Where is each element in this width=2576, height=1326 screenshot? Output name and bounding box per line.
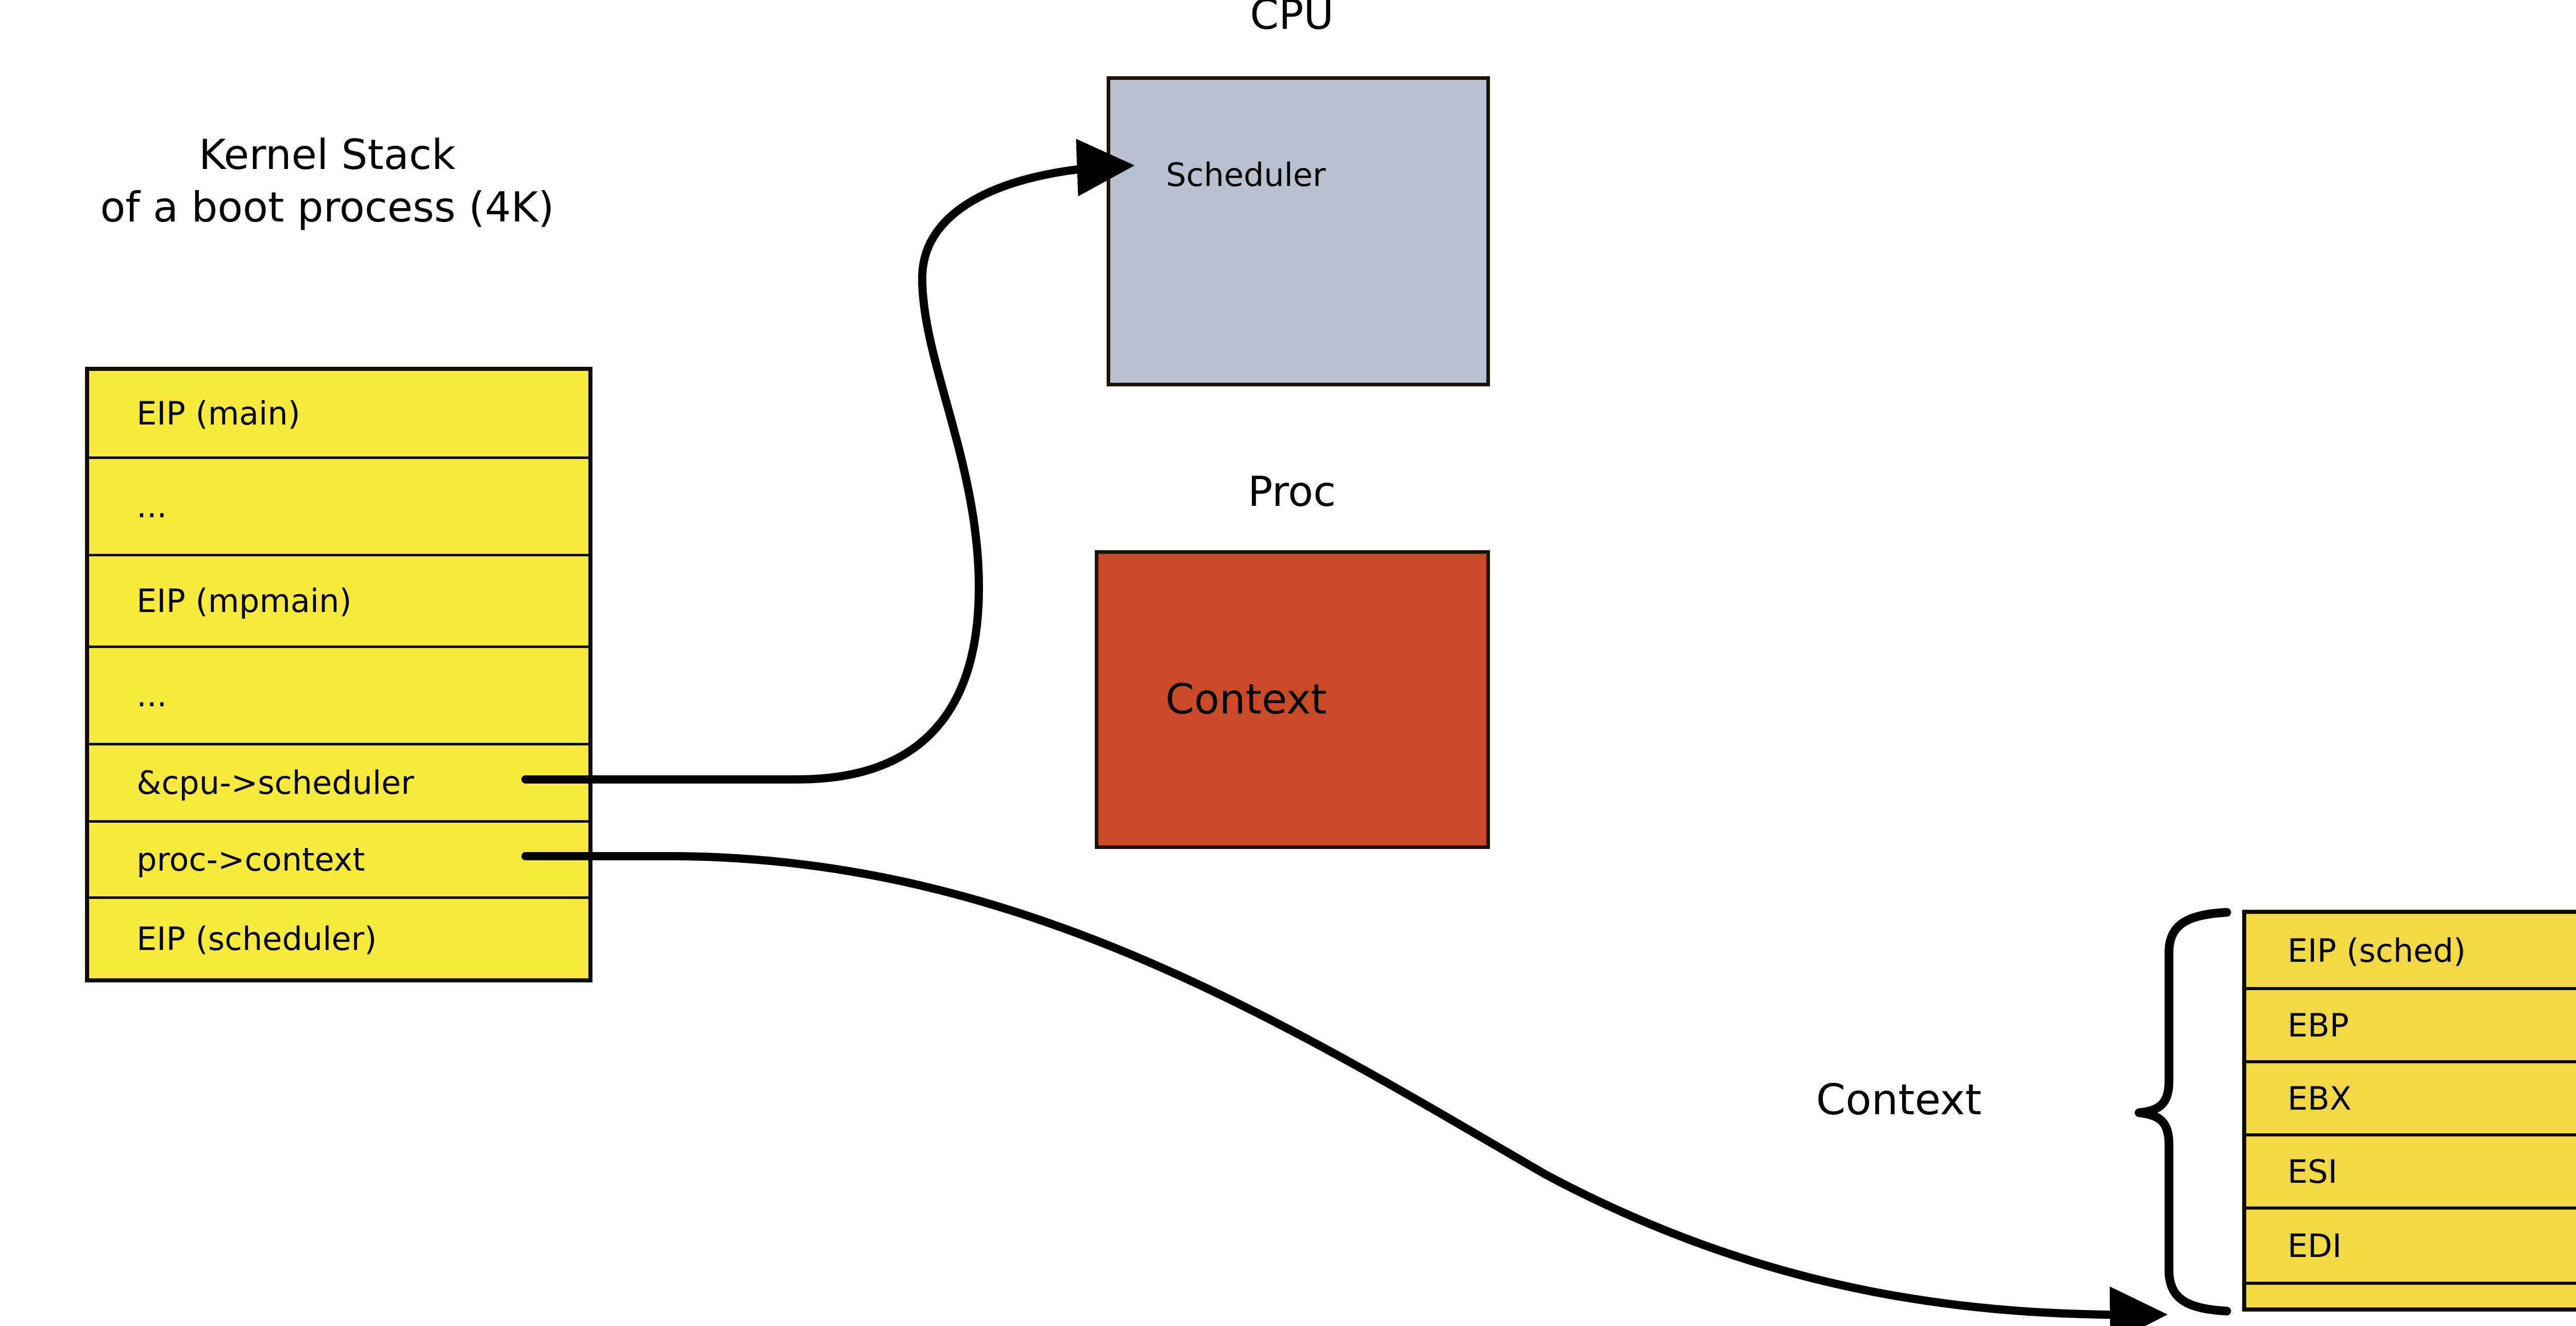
stack-row[interactable]: &cpu->scheduler <box>89 745 588 823</box>
context-curly-brace <box>2134 908 2231 1316</box>
context-row[interactable]: EBX <box>2246 1063 2576 1136</box>
stack-row-label: ... <box>137 676 167 715</box>
kernel-stack-table: EIP (main) ... EIP (mpmain) ... &cpu->sc… <box>85 367 592 982</box>
stack-row-label: &cpu->scheduler <box>137 764 414 802</box>
cpu-scheduler-label: Scheduler <box>1166 156 1326 194</box>
context-row-label: EBP <box>2287 1006 2349 1044</box>
proc-context-label: Context <box>1165 675 1327 723</box>
context-row-label: EDI <box>2287 1227 2342 1265</box>
context-register-table: EIP (sched) EBP EBX ESI EDI <box>2242 910 2576 1312</box>
context-brace-label: Context <box>1816 1076 1982 1125</box>
stack-row-label: EIP (mpmain) <box>137 582 352 620</box>
stack-row[interactable]: EIP (mpmain) <box>89 556 588 648</box>
context-row[interactable]: ESI <box>2246 1136 2576 1210</box>
cpu-box[interactable]: Scheduler <box>1107 76 1490 386</box>
context-row-label: EBX <box>2287 1079 2352 1117</box>
page-title: Kernel Stack of a boot process (4K) <box>0 129 711 234</box>
stack-row[interactable]: proc->context <box>89 823 588 899</box>
stack-row[interactable]: EIP (scheduler) <box>89 899 588 979</box>
proc-box[interactable]: Context <box>1095 550 1490 849</box>
page-title-line1: Kernel Stack <box>198 131 456 179</box>
stack-row-label: EIP (scheduler) <box>137 920 377 958</box>
stack-row[interactable]: ... <box>89 648 588 746</box>
context-row-label: EIP (sched) <box>2287 931 2466 970</box>
page-title-line2: of a boot process (4K) <box>100 183 554 232</box>
stack-row[interactable]: ... <box>89 458 588 557</box>
stack-row[interactable]: EIP (main) <box>89 371 588 459</box>
stack-row-label: proc->context <box>137 841 365 879</box>
stack-row-label: EIP (main) <box>137 395 300 433</box>
proc-title: Proc <box>1248 468 1336 516</box>
context-row[interactable]: EBP <box>2246 990 2576 1063</box>
arrow-scheduler <box>521 139 1135 784</box>
context-row-label: ESI <box>2287 1152 2337 1191</box>
stack-row-label: ... <box>137 487 167 525</box>
context-row[interactable]: EDI <box>2246 1210 2576 1285</box>
cpu-title: CPU <box>1250 0 1334 39</box>
context-row[interactable]: EIP (sched) <box>2246 914 2576 990</box>
